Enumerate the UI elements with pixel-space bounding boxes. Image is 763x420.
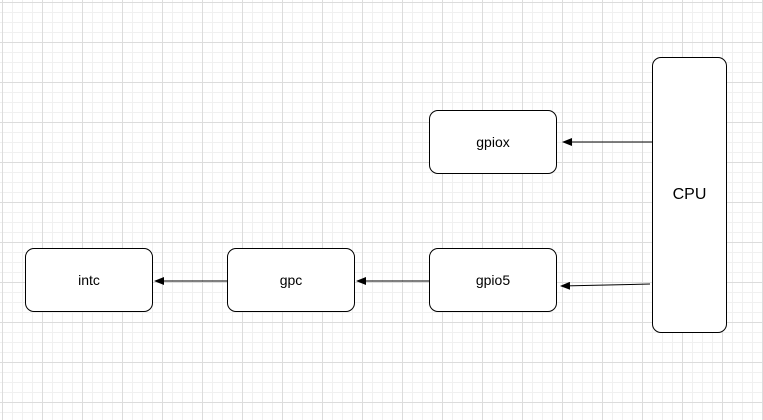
edge-cpu-to-gpio5[interactable] (560, 281, 651, 290)
node-gpiox[interactable]: gpiox (429, 110, 557, 174)
node-gpio5[interactable]: gpio5 (429, 248, 557, 312)
node-gpiox-label: gpiox (476, 134, 510, 150)
node-gpc-label: gpc (279, 272, 303, 288)
node-cpu-label: CPU (672, 186, 707, 203)
node-intc-label: intc (78, 272, 100, 288)
node-cpu[interactable]: CPU (652, 57, 727, 333)
node-gpc[interactable]: gpc (227, 248, 355, 312)
node-intc[interactable]: intc (25, 248, 153, 312)
node-gpio5-label: gpio5 (475, 272, 511, 288)
